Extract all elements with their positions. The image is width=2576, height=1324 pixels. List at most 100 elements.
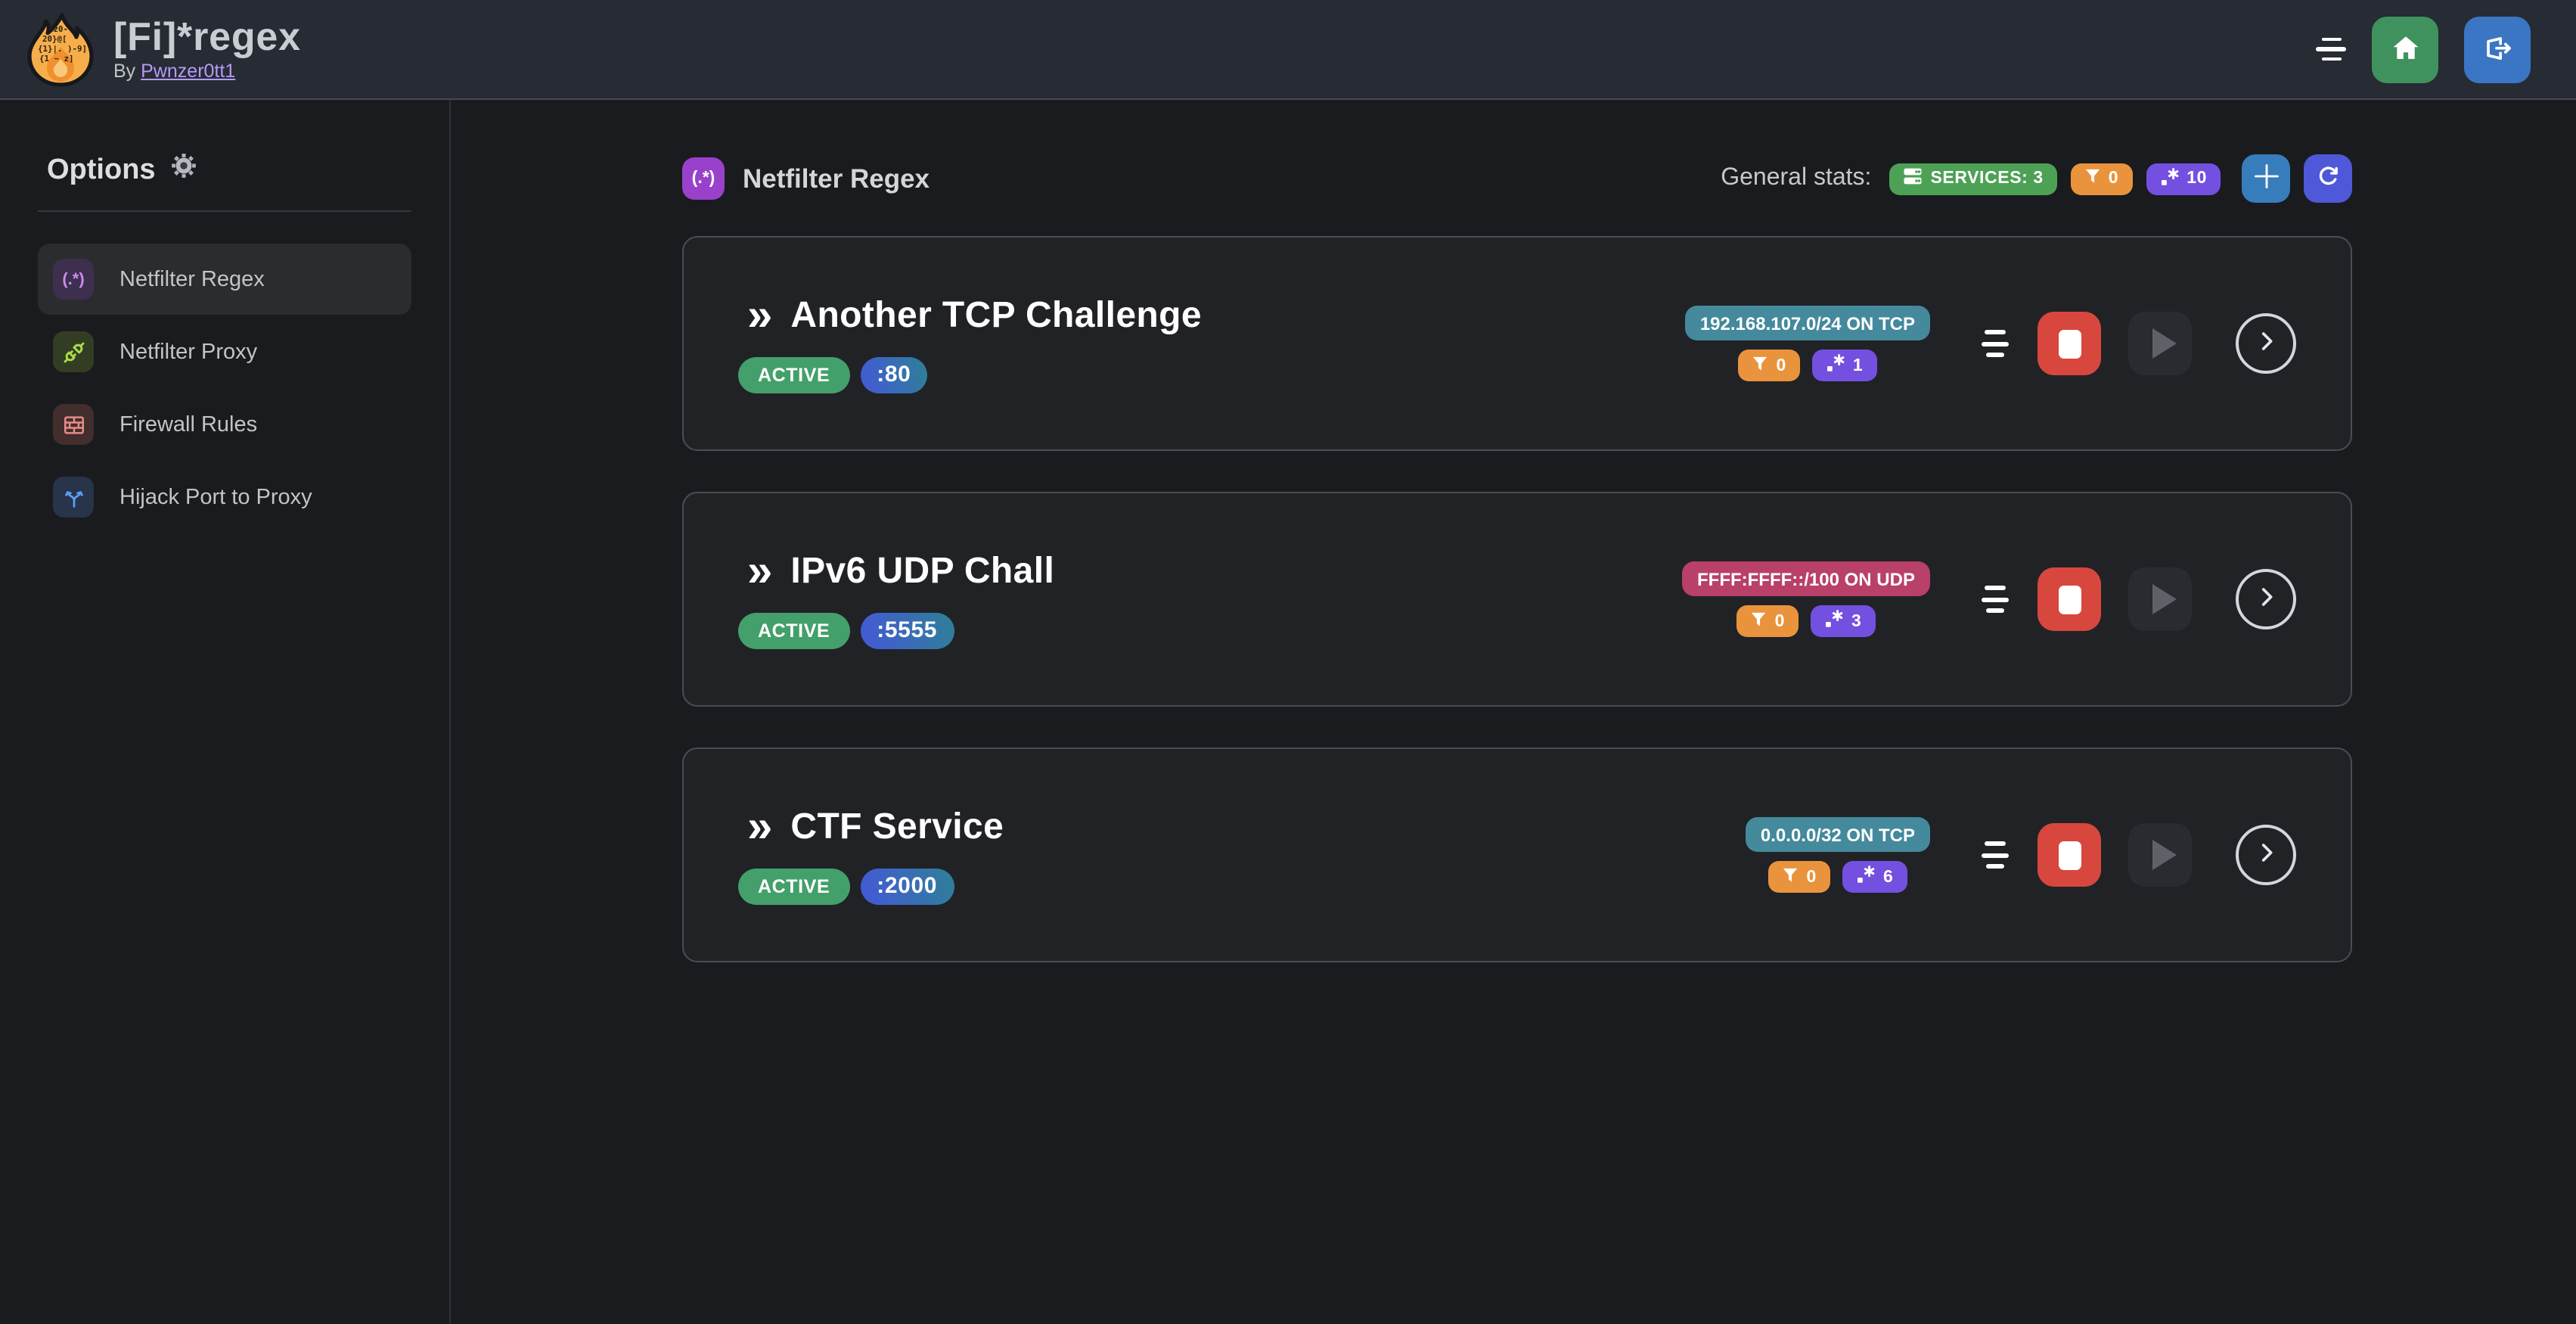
filters-count-label: 0 xyxy=(2108,169,2119,188)
start-service-button[interactable] xyxy=(2128,823,2192,887)
sidebar-heading: Options xyxy=(38,151,411,189)
service-card-another-tcp-challenge: » Another TCP Challenge ACTIVE :80 192.1… xyxy=(682,236,2352,451)
services-count-label: SERVICES: 3 xyxy=(1930,169,2044,188)
play-icon xyxy=(2152,328,2176,359)
svg-text:{1 ~ z]: {1 ~ z] xyxy=(39,53,74,63)
regex-dot-star-icon xyxy=(1856,866,1876,888)
cidr-badge: FFFF:FFFF::/100 ON UDP xyxy=(1682,561,1930,596)
service-menu-icon[interactable] xyxy=(1982,330,2009,357)
section-title: Netfilter Regex xyxy=(743,163,930,193)
svg-text:-z0-: -z0- xyxy=(48,23,68,33)
regex-section-icon: (.*) xyxy=(682,157,725,200)
play-icon xyxy=(2152,584,2176,614)
main-area: (.*) Netfilter Regex General stats: xyxy=(451,100,2576,1324)
plug-icon xyxy=(53,331,94,372)
services-count-badge: SERVICES: 3 xyxy=(1889,163,2057,194)
service-card-ipv6-udp-chall: » IPv6 UDP Chall ACTIVE :5555 FFFF:FFFF:… xyxy=(682,492,2352,707)
start-service-button[interactable] xyxy=(2128,312,2192,375)
open-service-button[interactable] xyxy=(2236,825,2296,885)
open-service-button[interactable] xyxy=(2236,313,2296,374)
service-name: IPv6 UDP Chall xyxy=(790,550,1055,591)
stop-icon xyxy=(2058,329,2081,358)
svg-text:20}@[: 20}@[ xyxy=(42,33,67,43)
home-button[interactable] xyxy=(2372,16,2438,82)
open-service-button[interactable] xyxy=(2236,569,2296,629)
flame-logo-icon: -z0- 20}@[ {1}|. )-9] {1 ~ z] xyxy=(27,11,94,87)
section-header: (.*) Netfilter Regex General stats: xyxy=(682,154,2352,203)
stop-icon xyxy=(2058,585,2081,614)
filters-count-badge: 0 xyxy=(2070,163,2133,194)
filter-icon xyxy=(1752,355,1769,376)
chevron-right-icon xyxy=(2253,584,2279,614)
status-badge: ACTIVE xyxy=(738,612,850,648)
stop-service-button[interactable] xyxy=(2038,567,2101,631)
stats-label: General stats: xyxy=(1721,165,1872,191)
byline: By Pwnzer0tt1 xyxy=(113,61,301,82)
app-title-block: [Fi]*regex By Pwnzer0tt1 xyxy=(113,13,301,82)
regex-icon: (.*) xyxy=(53,259,94,300)
stop-icon xyxy=(2058,841,2081,869)
sidebar-nav: (.*) Netfilter Regex Netfilter Proxy xyxy=(38,244,411,533)
refresh-icon xyxy=(2315,163,2341,194)
sidebar-item-netfilter-proxy[interactable]: Netfilter Proxy xyxy=(38,316,411,387)
header-actions xyxy=(2316,16,2531,82)
service-name: Another TCP Challenge xyxy=(790,294,1202,335)
service-name: CTF Service xyxy=(790,806,1004,847)
add-service-button[interactable] xyxy=(2242,154,2290,203)
service-list: » Another TCP Challenge ACTIVE :80 192.1… xyxy=(682,236,2352,962)
regex-count-badge: 1 xyxy=(1811,350,1877,381)
sidebar-item-label: Netfilter Proxy xyxy=(119,340,258,364)
sidebar-item-label: Hijack Port to Proxy xyxy=(119,485,312,509)
chevron-right-icon xyxy=(2253,328,2279,359)
regex-count-badge: 6 xyxy=(1842,861,1907,893)
general-stats: General stats: SERVICES: 3 xyxy=(1721,154,2352,203)
filter-icon xyxy=(2084,168,2101,189)
author-link[interactable]: Pwnzer0tt1 xyxy=(141,61,236,82)
regex-dot-star-icon xyxy=(2159,167,2179,190)
status-badge: ACTIVE xyxy=(738,356,850,393)
service-menu-icon[interactable] xyxy=(1982,586,2009,613)
status-badge: ACTIVE xyxy=(738,868,850,904)
refresh-button[interactable] xyxy=(2304,154,2352,203)
filters-count-badge: 0 xyxy=(1738,350,1800,381)
sidebar-heading-label: Options xyxy=(47,154,156,185)
filter-icon xyxy=(1751,611,1768,632)
port-badge: :80 xyxy=(860,356,928,393)
app-title: [Fi]*regex xyxy=(113,13,301,59)
sidebar-item-label: Netfilter Regex xyxy=(119,267,265,291)
sidebar-item-hijack-port-to-proxy[interactable]: Hijack Port to Proxy xyxy=(38,462,411,533)
double-chevron-icon: » xyxy=(747,545,773,595)
header-menu-icon[interactable] xyxy=(2316,37,2346,61)
regex-dot-star-icon xyxy=(1824,610,1844,632)
gear-icon xyxy=(169,151,198,189)
regex-count-badge: 3 xyxy=(1811,605,1876,637)
regex-count-badge: 10 xyxy=(2146,163,2221,194)
play-icon xyxy=(2152,840,2176,870)
logout-button[interactable] xyxy=(2464,16,2531,82)
split-arrows-icon xyxy=(53,477,94,517)
stop-service-button[interactable] xyxy=(2038,823,2101,887)
cidr-badge: 0.0.0.0/32 ON TCP xyxy=(1745,817,1930,852)
chevron-right-icon xyxy=(2253,840,2279,870)
stop-service-button[interactable] xyxy=(2038,312,2101,375)
svg-text:{1}|. )-9]: {1}|. )-9] xyxy=(38,43,87,53)
sidebar-item-label: Firewall Rules xyxy=(119,412,258,437)
start-service-button[interactable] xyxy=(2128,567,2192,631)
server-icon xyxy=(1903,166,1923,191)
sidebar-item-firewall-rules[interactable]: Firewall Rules xyxy=(38,389,411,460)
service-menu-icon[interactable] xyxy=(1982,841,2009,869)
filter-icon xyxy=(1783,866,1799,887)
wall-icon xyxy=(53,404,94,445)
regex-dot-star-icon xyxy=(1826,354,1845,377)
logout-icon xyxy=(2481,31,2513,67)
cidr-badge: 192.168.107.0/24 ON TCP xyxy=(1684,306,1930,340)
regex-count-label: 10 xyxy=(2186,169,2207,188)
sidebar-item-netfilter-regex[interactable]: (.*) Netfilter Regex xyxy=(38,244,411,315)
port-badge: :2000 xyxy=(860,868,954,904)
service-card-ctf-service: » CTF Service ACTIVE :2000 0.0.0.0/32 ON… xyxy=(682,747,2352,962)
double-chevron-icon: » xyxy=(747,801,773,851)
app-header: -z0- 20}@[ {1}|. )-9] {1 ~ z] [Fi]*regex… xyxy=(0,0,2576,100)
sidebar-divider xyxy=(38,210,411,212)
plus-icon xyxy=(2252,162,2280,195)
